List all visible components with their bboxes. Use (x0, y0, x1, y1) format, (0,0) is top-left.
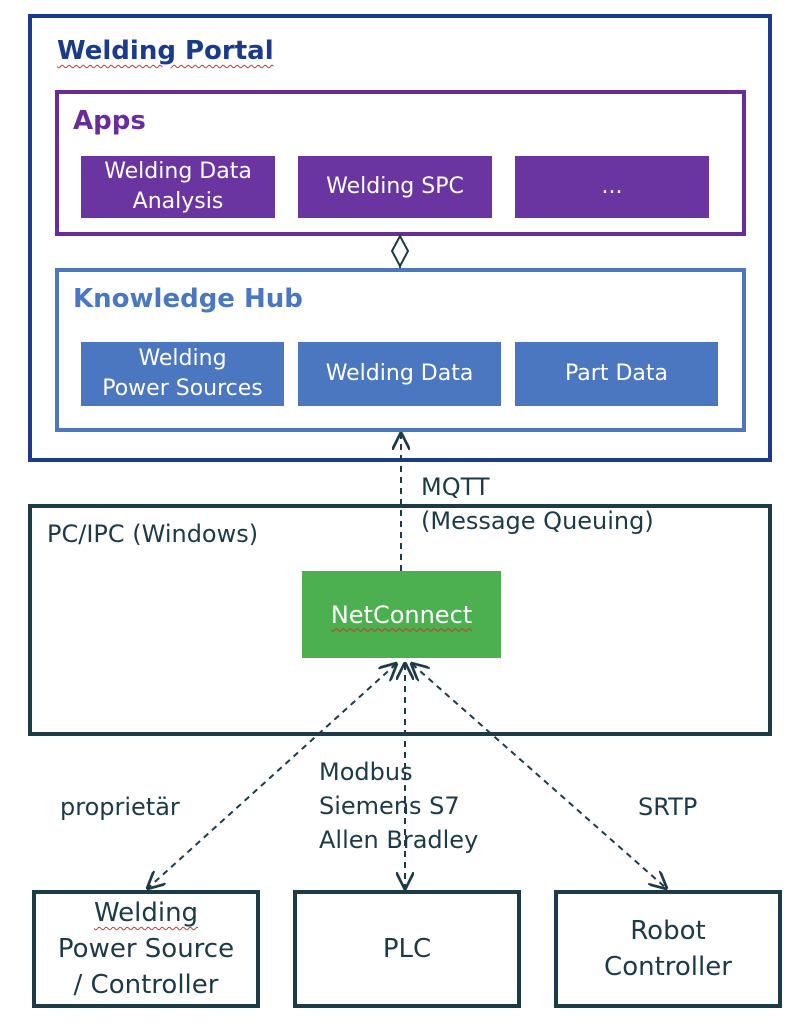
proprietary-label: proprietär (60, 793, 180, 821)
app-label-line: Welding Data (104, 159, 252, 184)
apps-title: Apps (73, 106, 146, 136)
mqtt-label-line: MQTT (421, 473, 490, 501)
knowledge-hub-container (55, 268, 746, 432)
hub-welding-data[interactable]: Welding Data (298, 342, 501, 406)
knowledge-hub-title: Knowledge Hub (73, 284, 303, 314)
srtp-label: SRTP (638, 793, 698, 821)
hub-label-line: Power Sources (102, 376, 263, 401)
mqtt-label-line: (Message Queuing) (421, 507, 654, 535)
plc-protocol-line: Allen Bradley (319, 826, 479, 854)
welding-portal-title: Welding Portal (57, 36, 274, 66)
device-label-line: Controller (604, 952, 732, 982)
hub-label: Part Data (565, 361, 668, 386)
device-label-line: Power Source (57, 934, 235, 964)
app-label: ... (601, 174, 623, 199)
device-label-line: Robot (630, 916, 706, 946)
hub-label-line: Welding (138, 346, 227, 371)
app-more[interactable]: ... (515, 156, 709, 218)
robot-controller-box[interactable]: Robot Controller (554, 890, 782, 1008)
welding-power-source-box[interactable]: Welding Power Source / Controller (32, 890, 260, 1008)
netconnect-box[interactable]: NetConnect (302, 571, 501, 658)
device-label: PLC (382, 934, 432, 964)
plc-protocol-line: Modbus (319, 758, 413, 786)
hub-welding-power-sources[interactable]: Welding Power Sources (81, 342, 284, 406)
pc-ipc-title: PC/IPC (Windows) (47, 520, 259, 548)
plc-box[interactable]: PLC (293, 890, 521, 1008)
app-welding-data-analysis[interactable]: Welding Data Analysis (81, 156, 275, 218)
plc-protocols-label: Modbus Siemens S7 Allen Bradley (319, 755, 478, 857)
mqtt-label: MQTT (Message Queuing) (421, 470, 654, 538)
device-label-text: Welding (93, 898, 199, 928)
netconnect-label: NetConnect (330, 600, 473, 629)
app-welding-spc[interactable]: Welding SPC (298, 156, 492, 218)
plc-protocol-line: Siemens S7 (319, 792, 460, 820)
device-label-line: Welding (58, 895, 234, 931)
app-label-line: Analysis (132, 189, 224, 214)
hub-label: Welding Data (325, 361, 474, 386)
hub-part-data[interactable]: Part Data (515, 342, 718, 406)
device-label-line: / Controller (73, 970, 219, 1000)
app-label: Welding SPC (326, 174, 464, 199)
